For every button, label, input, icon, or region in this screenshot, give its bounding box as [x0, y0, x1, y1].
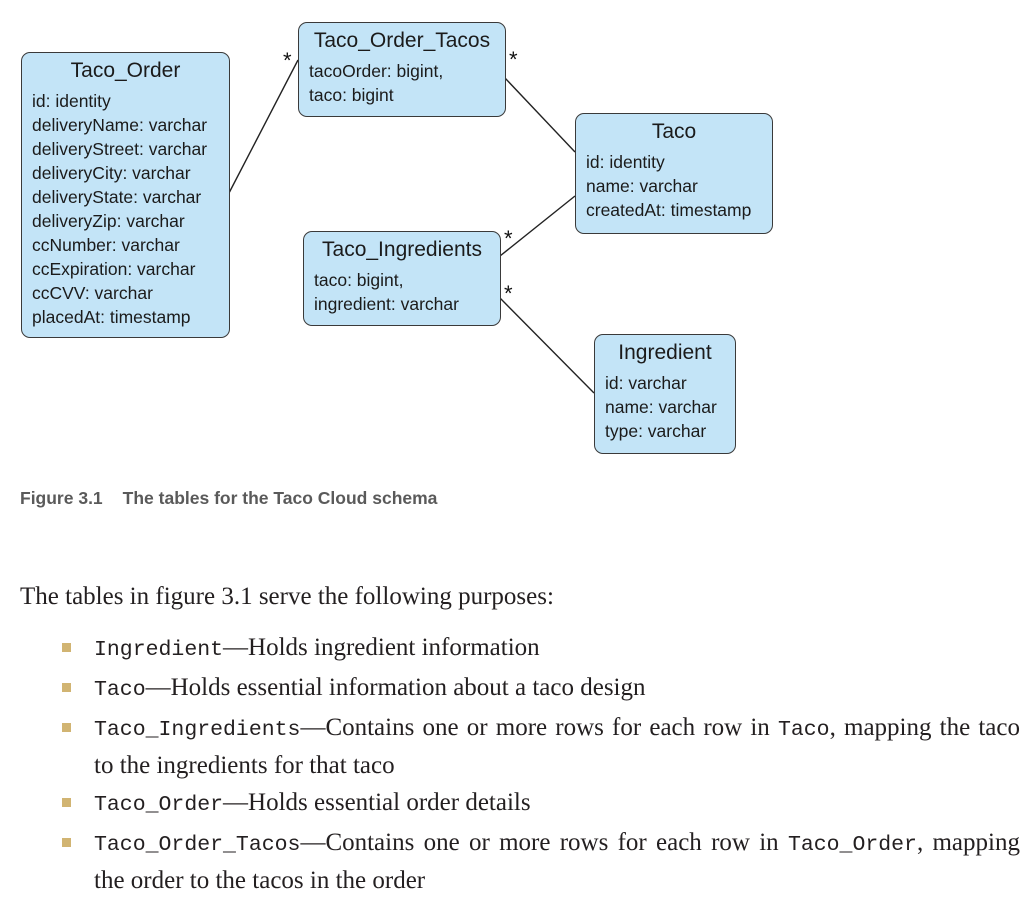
item-description: —Contains one or more rows for each row …: [300, 714, 778, 741]
list-item: Taco—Holds essential information about a…: [60, 670, 1020, 708]
bullet-icon: [62, 683, 71, 692]
field: taco: bigint,: [314, 270, 404, 290]
table-name: Taco_Order: [70, 59, 181, 82]
multiplicity-marker: *: [509, 47, 518, 72]
field: deliveryZip: varchar: [32, 211, 185, 231]
field: ccNumber: varchar: [32, 235, 180, 255]
field: deliveryStreet: varchar: [32, 139, 208, 159]
item-description-continued: , mapping the taco to the ingredients fo…: [94, 714, 1020, 779]
field: deliveryName: varchar: [32, 115, 208, 135]
field: id: varchar: [605, 373, 687, 393]
bullet-icon: [62, 723, 71, 732]
field: taco: bigint: [309, 85, 394, 105]
list-item: Taco_Order_Tacos—Contains one or more ro…: [60, 825, 1020, 898]
figure-number: Figure 3.1: [20, 488, 103, 508]
list-item: Taco_Order—Holds essential order details: [60, 785, 1020, 823]
table-ingredient: Ingredient id: varchar name: varchar typ…: [594, 334, 736, 454]
table-name: Ingredient: [618, 341, 712, 364]
table-name-code: Taco: [94, 678, 146, 702]
field-list: taco: bigint, ingredient: varchar: [304, 268, 500, 316]
field: deliveryState: varchar: [32, 187, 202, 207]
link-ingredients-to-ingredient: [499, 297, 595, 394]
field-list: id: varchar name: varchar type: varchar: [595, 371, 735, 443]
link-order-to-order-tacos: [228, 59, 299, 194]
figure-caption: Figure 3.1 The tables for the Taco Cloud …: [20, 488, 437, 509]
link-ingredients-to-taco: [499, 195, 576, 257]
field: type: varchar: [605, 421, 707, 441]
multiplicity-marker: *: [504, 281, 513, 306]
table-taco-order: Taco_Order id: identity deliveryName: va…: [21, 52, 230, 338]
multiplicity-marker: *: [283, 48, 292, 73]
schema-diagram: Taco_Order id: identity deliveryName: va…: [21, 22, 773, 454]
table-name-code: Taco_Order: [94, 793, 224, 817]
item-description: —Holds essential information about a tac…: [145, 674, 646, 701]
table-taco-order-tacos: Taco_Order_Tacos tacoOrder: bigint, taco…: [298, 22, 506, 117]
field: placedAt: timestamp: [32, 307, 191, 327]
field-list: id: identity deliveryName: varchar deliv…: [22, 89, 229, 329]
bullet-icon: [62, 643, 71, 652]
bullet-icon: [62, 798, 71, 807]
field: ccCVV: varchar: [32, 283, 153, 303]
field-list: id: identity name: varchar createdAt: ti…: [576, 150, 772, 222]
field: id: identity: [586, 152, 665, 172]
table-taco: Taco id: identity name: varchar createdA…: [575, 113, 773, 234]
relationship-lines: [228, 59, 595, 394]
field: id: identity: [32, 91, 111, 111]
field: tacoOrder: bigint,: [309, 61, 444, 81]
item-description: —Holds ingredient information: [223, 634, 540, 661]
table-ref-code: Taco: [777, 718, 830, 742]
field-list: tacoOrder: bigint, taco: bigint: [299, 59, 505, 107]
figure-title: The tables for the Taco Cloud schema: [122, 488, 438, 508]
table-name-code: Taco_Order_Tacos: [94, 833, 301, 857]
bullet-icon: [62, 838, 71, 847]
table-name: Taco: [651, 120, 697, 143]
field: ccExpiration: varchar: [32, 259, 196, 279]
table-name: Taco_Ingredients: [322, 238, 482, 261]
table-name-code: Taco_Ingredients: [94, 718, 301, 742]
field: name: varchar: [586, 176, 698, 196]
table-ref-code: Taco_Order: [787, 833, 917, 857]
table-name-code: Ingredient: [94, 638, 224, 662]
field: ingredient: varchar: [314, 294, 459, 314]
table-name: Taco_Order_Tacos: [313, 29, 491, 52]
field: createdAt: timestamp: [586, 200, 752, 220]
link-order-tacos-to-taco: [504, 77, 576, 153]
list-item: Taco_Ingredients—Contains one or more ro…: [60, 710, 1020, 783]
field: name: varchar: [605, 397, 717, 417]
table-taco-ingredients: Taco_Ingredients taco: bigint, ingredien…: [303, 231, 501, 326]
item-description: —Contains one or more rows for each row …: [300, 829, 788, 856]
list-item: Ingredient—Holds ingredient information: [60, 630, 1020, 668]
purpose-list: Ingredient—Holds ingredient information …: [60, 630, 1020, 898]
intro-paragraph: The tables in figure 3.1 serve the follo…: [20, 583, 554, 610]
field: deliveryCity: varchar: [32, 163, 191, 183]
item-description: —Holds essential order details: [223, 789, 531, 816]
multiplicity-marker: *: [504, 226, 513, 251]
